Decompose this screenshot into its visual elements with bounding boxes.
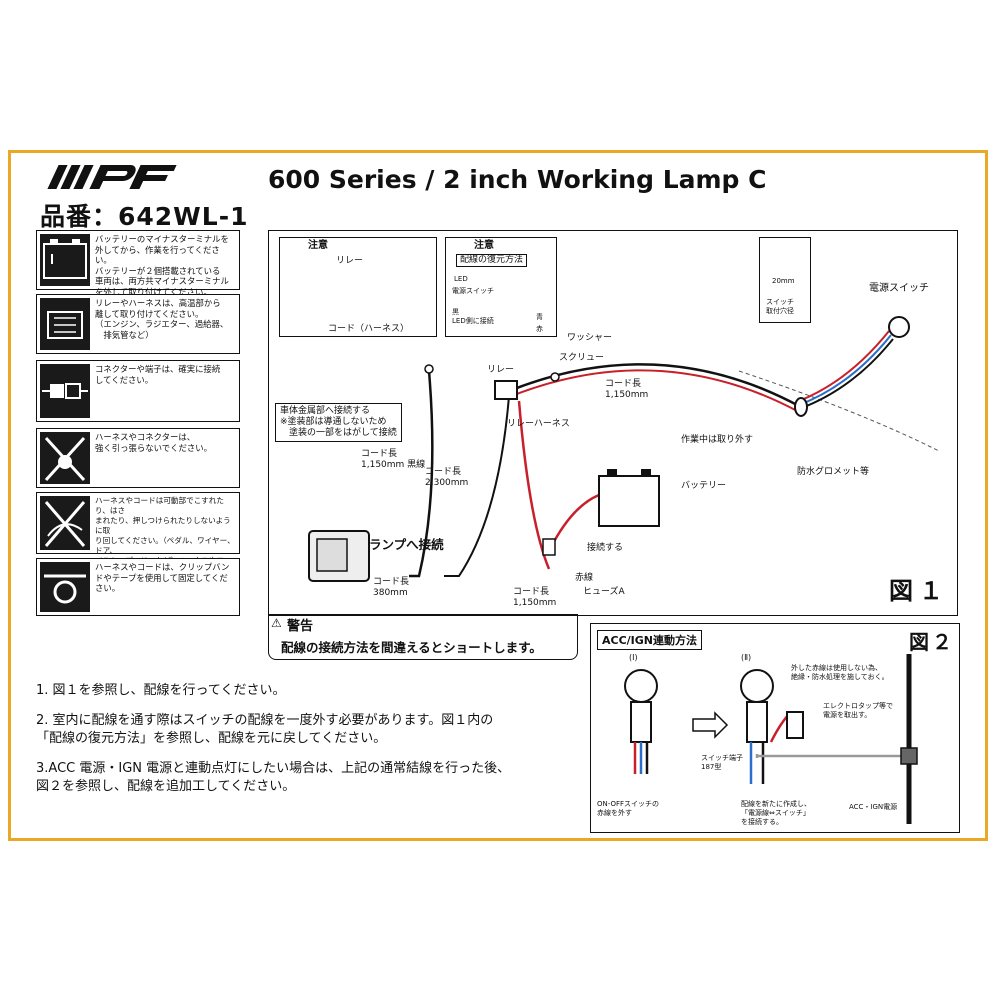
cord-length-bottom: コード長 1,150mm <box>513 587 557 608</box>
remove-red-note: ON-OFFスイッチの 赤線を外す <box>597 800 660 817</box>
no-pull-icon <box>40 432 90 484</box>
remove-during-work-label: 作業中は取り外す <box>681 435 754 445</box>
warning-text: 配線の接続方法を間違えるとショートします。 <box>281 640 542 655</box>
power-switch-label: 電源スイッチ <box>869 283 929 294</box>
caution-item-connector: コネクターや端子は、確実に接続 してください。 <box>36 360 240 422</box>
model-number: 品番：642WL-1 <box>40 202 249 231</box>
hole-caption: スイッチ 取付穴径 <box>766 298 794 315</box>
lamp-connect-label: ランプへ接続 <box>369 537 444 552</box>
unused-red-note: 外した赤線は使用しない為、 絶縁・防水処理を施しておく。 <box>791 664 889 681</box>
cord-length-2300: コード長 2,300mm <box>425 467 469 488</box>
cord-label: コード（ハーネス） <box>328 324 410 334</box>
caution-text: バッテリーのマイナスターミナルを 外してから、作業を行ってください。 バッテリー… <box>95 234 229 297</box>
figure-2: ACC/IGN連動方法 図２ (Ⅰ) (Ⅱ) 外した赤線は使用しない為、 絶縁・… <box>590 623 960 833</box>
step-2: (Ⅱ) <box>741 653 752 662</box>
note-wiring-restore: 注意 配線の復元方法 LED 電源スイッチ 黒 LED側に接続 青 赤 <box>445 237 557 337</box>
screw-label: スクリュー <box>559 353 605 363</box>
caution-text: コネクターや端子は、確実に接続 してください。 <box>95 364 221 385</box>
step-1: (Ⅰ) <box>629 653 638 662</box>
black-wire-label: コード長 1,150mm 黒線 <box>361 449 426 470</box>
washer-label: ワッシャー <box>567 333 613 343</box>
ipf-logo <box>47 165 177 189</box>
wiring-diagram <box>308 316 940 582</box>
instruction-1: 1. 図１を参照し、配線を行ってください。 <box>36 683 286 698</box>
hole-size: 20mm <box>772 277 795 285</box>
instruction-3: 3.ACC 電源・IGN 電源と連動点灯にしたい場合は、上記の通常結線を行った後… <box>36 761 511 794</box>
acc-ign-diagram <box>624 654 918 824</box>
note-title: 注意 <box>474 240 494 251</box>
blue-label: 青 <box>536 313 543 321</box>
note-title: 注意 <box>308 240 328 251</box>
page-title: 600 Series / 2 inch Working Lamp C <box>268 165 767 194</box>
warning-box: ⚠ 警告 配線の接続方法を間違えるとショートします。 <box>268 614 578 660</box>
instruction-2: 2. 室内に配線を通す際はスイッチの配線を一度外す必要があります。図１内の 「配… <box>36 713 494 746</box>
new-wire-note: 配線を新たに作成し、 「電源線⇔スイッチ」 を接続する。 <box>741 800 811 826</box>
caution-text: ハーネスやコネクターは、 強く引っ張らないでください。 <box>95 432 212 453</box>
body-ground-note: 車体金属部へ接続する ※塗装部は導通しないため 塗装の一部をはがして接続 <box>275 403 402 442</box>
acc-ign-label: ACC・IGN電源 <box>849 803 898 811</box>
battery-label: バッテリー <box>681 481 727 491</box>
fuse-label: ヒューズA <box>583 587 625 597</box>
cord-length-380: コード長 380mm <box>373 577 410 598</box>
grommet-label: 防水グロメット等 <box>797 467 870 477</box>
cord-length-top: コード長 1,150mm <box>605 379 649 400</box>
electro-tap-note: エレクトロタップ等で 電源を取出す。 <box>823 702 893 719</box>
figure-2-number: 図２ <box>909 630 955 654</box>
warning-icon: ⚠ <box>271 616 282 630</box>
engine-heat-icon <box>40 298 90 350</box>
caution-item-clip: ハーネスやコードは、クリップバン ドやテープを使用して固定してくだ さい。 <box>36 558 240 616</box>
figure-2-title: ACC/IGN連動方法 <box>597 630 703 650</box>
caution-item-battery: バッテリーのマイナスターミナルを 外してから、作業を行ってください。 バッテリー… <box>36 230 240 297</box>
relay-label: リレー <box>336 256 364 266</box>
black-label: 黒 LED側に接続 <box>452 308 494 325</box>
connect-label: 接続する <box>587 543 624 553</box>
relay-harness-label: リレーハーネス <box>507 419 570 429</box>
caution-text: リレーやハーネスは、高温部から 離して取り付けてください。 （エンジン、ラジエタ… <box>95 298 229 340</box>
clip-band-icon <box>40 562 90 612</box>
note-relay-orientation: 注意 リレー コード（ハーネス） <box>279 237 437 337</box>
red-label: 赤 <box>536 325 543 333</box>
relay-label: リレー <box>487 365 515 375</box>
switch-label: 電源スイッチ <box>452 287 494 295</box>
figure-1: 注意 リレー コード（ハーネス） 注意 配線の復元方法 LED 電源スイッチ 黒… <box>268 230 958 616</box>
led-label: LED <box>454 275 468 283</box>
connector-icon <box>40 364 90 418</box>
harness-pinch-icon <box>40 496 90 550</box>
caution-item-pinch: ハーネスやコードは可動部でこすれたり、はさ まれたり、押しつけられたりしないよう… <box>36 492 240 595</box>
restore-subtitle: 配線の復元方法 <box>456 254 528 267</box>
caution-item-heat: リレーやハーネスは、高温部から 離して取り付けてください。 （エンジン、ラジエタ… <box>36 294 240 354</box>
warning-title: 警告 <box>287 619 314 634</box>
switch-terminal-label: スイッチ端子 187型 <box>701 754 743 771</box>
figure-1-number: 図１ <box>889 577 949 605</box>
caution-item-no-pull: ハーネスやコネクターは、 強く引っ張らないでください。 <box>36 428 240 488</box>
battery-terminal-icon <box>40 234 90 286</box>
note-hole-size: 20mm スイッチ 取付穴径 <box>759 237 811 323</box>
red-wire-label: 赤線 <box>575 573 594 583</box>
caution-text: ハーネスやコードは、クリップバン ドやテープを使用して固定してくだ さい。 <box>95 562 230 593</box>
